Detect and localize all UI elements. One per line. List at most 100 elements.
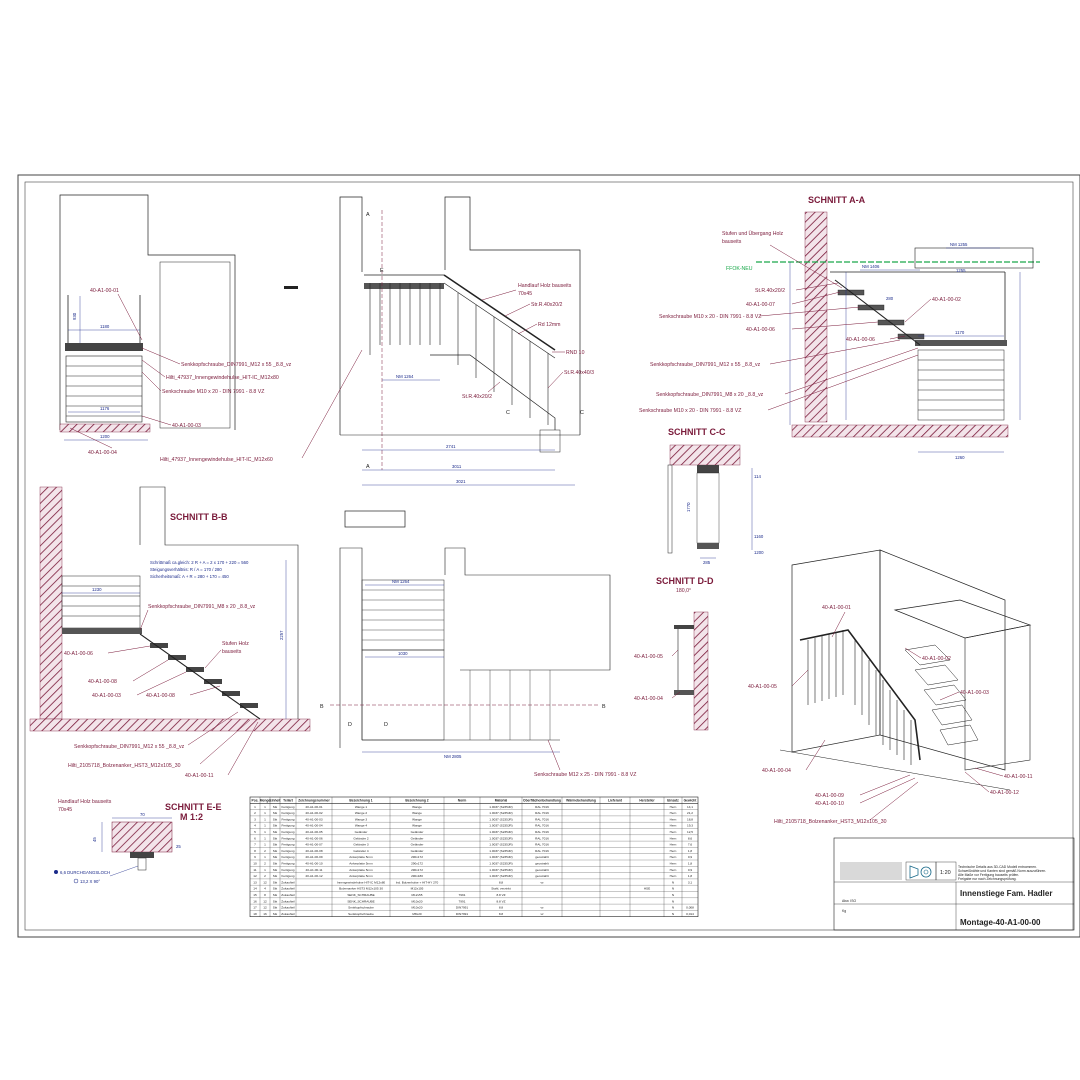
dim-70-ee: 70 bbox=[140, 812, 145, 817]
section-mark-d-right: D bbox=[384, 722, 388, 728]
bom-cell: Stk bbox=[273, 836, 278, 840]
bom-cell: Wange bbox=[412, 811, 422, 815]
bom-cell: M10x20 bbox=[411, 906, 422, 910]
note-bauseits-bb: bauseits bbox=[222, 649, 242, 655]
bom-cell: Stk bbox=[273, 849, 278, 853]
callout-iso-p01: 40-A1-00-01 bbox=[822, 605, 851, 611]
bom-cell: 8 bbox=[254, 849, 256, 853]
bom-cell: 40-A1-00-02 bbox=[305, 811, 322, 815]
bom-cell: N bbox=[672, 893, 674, 897]
bom-cell: Geländer bbox=[355, 830, 368, 834]
tread-steps-bb bbox=[150, 643, 258, 708]
callout-iso-p02: 40-A1-00-02 bbox=[922, 656, 951, 662]
view-isometric: 40-A1-00-01 40-A1-00-02 40-A1-00-05 40-A… bbox=[748, 549, 1033, 825]
bom-cell: 16 bbox=[253, 899, 257, 903]
callout-iso-p09: 40-A1-00-09 bbox=[815, 793, 844, 799]
bom-cell: Wange 4 bbox=[355, 824, 368, 828]
grating-aa bbox=[917, 349, 1005, 421]
empty-frame bbox=[344, 510, 406, 528]
dim-1260-aa: 1260 bbox=[955, 455, 965, 460]
bom-cell: geostrahlt bbox=[535, 874, 549, 878]
bom-cell: 5 bbox=[254, 830, 256, 834]
bom-cell: 3,1 bbox=[688, 880, 693, 884]
bb-calc-3: Sicherheitsmaß: A + R = 280 + 170 = 450 bbox=[150, 574, 229, 579]
bom-cell: 1.0037 (S235JR) bbox=[489, 855, 512, 859]
section-cc-title: SCHNITT C-C bbox=[668, 427, 726, 437]
bom-cell: 0,008 bbox=[686, 906, 694, 910]
callout-iso-p03: 40-A1-00-03 bbox=[960, 690, 989, 696]
bom-cell: 14,1 bbox=[687, 805, 693, 809]
dim-1160-cc: 1160 bbox=[754, 534, 764, 539]
bom-cell: Geländer 2 bbox=[353, 836, 369, 840]
bom-header-cell: Pos. bbox=[252, 799, 259, 803]
bom-cell: Zukaufteil bbox=[281, 912, 295, 916]
bom-cell: 1 bbox=[264, 843, 266, 847]
bom-cell: 7,6 bbox=[688, 843, 693, 847]
bom-cell: Senkkopfschraube bbox=[348, 912, 374, 916]
bom-cell: Stk bbox=[273, 912, 278, 916]
dim-3021: 3021 bbox=[456, 479, 466, 484]
baluster-set-side bbox=[369, 283, 441, 355]
bom-cell: Stk bbox=[273, 880, 278, 884]
note-senk-m8x20-aa: Senkkopfschraube_DIN7991_M8 x 20 _8.8_vz bbox=[656, 392, 764, 398]
bom-cell: 1 bbox=[264, 811, 266, 815]
note-senk-m10x20-aa2: Senkschraube M10 x 20 - DIN 7991 - 8.8 V… bbox=[639, 408, 741, 414]
bom-cell: Hern bbox=[670, 855, 677, 859]
note-rnd10: RND 10 bbox=[566, 350, 585, 356]
bom-cell: Stk bbox=[273, 805, 278, 809]
grating-bb bbox=[61, 575, 141, 629]
callout-front-p04: 40-A1-00-04 bbox=[88, 450, 117, 456]
ee-note-senkung: 13,2 X 90° bbox=[80, 879, 100, 884]
bom-cell: Stk bbox=[273, 817, 278, 821]
bom-cell: 40-A1-00-10 bbox=[305, 862, 322, 866]
bom-cell: Stk bbox=[273, 906, 278, 910]
bom-cell: Wange 2 bbox=[355, 811, 368, 815]
bom-cell: 4 bbox=[264, 887, 266, 891]
bom-cell: 40-A1-00-03 bbox=[305, 817, 322, 821]
ee-note-handlauf: Handlauf Holz bauseits bbox=[58, 799, 112, 805]
callout-aa-p06b: 40-A1-00-06 bbox=[846, 337, 875, 343]
bom-cell: Ankerplatte 5mm bbox=[349, 874, 373, 878]
section-ee-title: SCHNITT E-E bbox=[165, 802, 222, 812]
bom-cell: 2 bbox=[254, 811, 256, 815]
bom-cell: 12 bbox=[263, 880, 267, 884]
callout-iso-p12: 40-A1-00-12 bbox=[990, 790, 1019, 796]
bom-cell: 290x172 bbox=[411, 855, 423, 859]
bom-cell: 1 bbox=[264, 817, 266, 821]
bom-cell: Zukaufteil bbox=[281, 893, 295, 897]
section-mark-c-right: C bbox=[580, 410, 584, 416]
bom-cell: Hern bbox=[670, 830, 677, 834]
bom-cell: SENK_SCHRAUBE bbox=[347, 899, 374, 903]
bom-cell: Geländer bbox=[411, 830, 424, 834]
bom-cell: 40-A1-00-12 bbox=[305, 874, 322, 878]
callout-bb-p11: 40-A1-00-11 bbox=[185, 773, 214, 779]
bom-cell: 290x180 bbox=[411, 874, 423, 878]
bom-cell: Ankerplatte 5mm bbox=[349, 868, 373, 872]
bom-cell: 40-A1-00-01 bbox=[305, 805, 322, 809]
projection-circle-icon bbox=[920, 866, 932, 878]
bom-cell: 2 bbox=[264, 862, 266, 866]
bom-header-cell: Oberflächenbehandlung bbox=[523, 799, 561, 803]
bom-cell: Hern bbox=[670, 836, 677, 840]
bom-cell: 19,3 bbox=[687, 824, 693, 828]
bom-cell: N bbox=[672, 912, 674, 916]
note-rd12: Rd 12mm bbox=[538, 322, 561, 328]
bom-cell: M12x105 bbox=[411, 887, 424, 891]
bom-cell: RAL 7016 bbox=[535, 836, 549, 840]
bom-cell: 15 bbox=[253, 893, 257, 897]
bom-cell: RAL 7016 bbox=[535, 817, 549, 821]
callout-dd-p05: 40-A1-00-05 bbox=[634, 654, 663, 660]
bom-cell: 1 bbox=[264, 830, 266, 834]
bom-cell: 7991 bbox=[459, 893, 466, 897]
note-senk-m12x55-aa: Senkkopfschraube_DIN7991_M12 x 55 _8.8_v… bbox=[650, 362, 761, 368]
note-handlauf: Handlauf Holz bauseits bbox=[518, 283, 572, 289]
bom-cell: 1 bbox=[264, 836, 266, 840]
bom-cell: 290x172 bbox=[411, 862, 423, 866]
bom-cell: 1 bbox=[264, 824, 266, 828]
bom-cell: Stk bbox=[273, 874, 278, 878]
bom-cell: RAL 7016 bbox=[535, 824, 549, 828]
notice-3: Alle Maße vor Fertigung bauseits prüfen. bbox=[958, 873, 1019, 877]
dim-1406-aa: NM 1406 bbox=[862, 264, 880, 269]
bom-cell: 6 bbox=[254, 836, 256, 840]
dim-1255-aa: NM 1255 bbox=[950, 242, 968, 247]
